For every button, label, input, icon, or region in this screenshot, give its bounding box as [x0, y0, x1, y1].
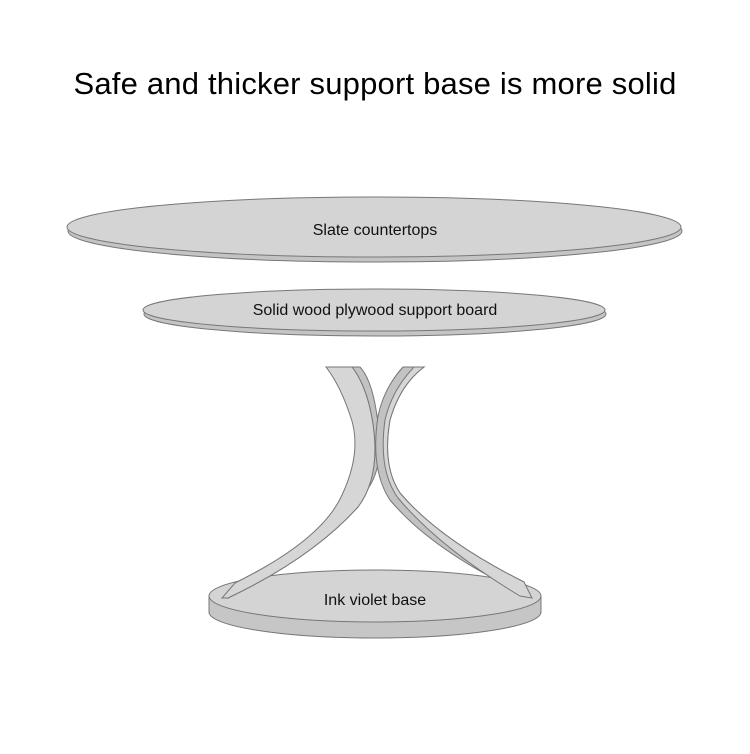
countertop-disc: Slate countertops [66, 196, 683, 263]
base-label: Ink violet base [324, 592, 426, 609]
base-disc [208, 569, 542, 639]
right-leg-side [375, 366, 525, 591]
countertop-label: Slate countertops [313, 222, 438, 239]
left-leg-front [220, 366, 376, 599]
support-board-surface [142, 288, 606, 332]
support-board-label: Solid wood plywood support board [253, 302, 498, 319]
countertop-surface [66, 196, 682, 258]
diagram-title: Safe and thicker support base is more so… [73, 66, 677, 101]
pedestal-legs [220, 366, 533, 600]
support-board-disc: Solid wood plywood support board [142, 288, 607, 337]
right-leg-front [382, 366, 533, 599]
base-top-surface [208, 569, 542, 623]
